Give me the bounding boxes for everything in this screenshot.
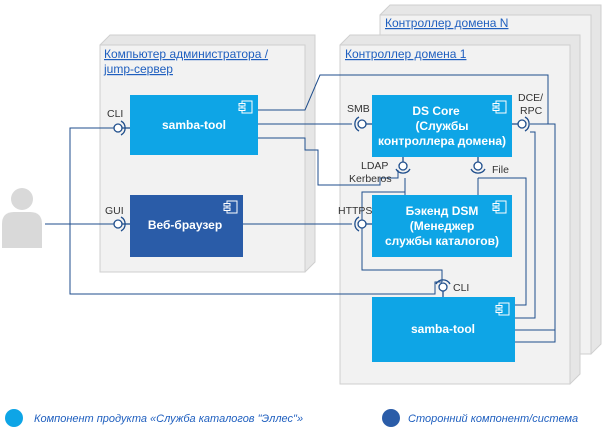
web-browser-label: Веб-браузер <box>148 218 222 232</box>
interface-cli-admin <box>113 120 130 136</box>
legend-product-swatch <box>5 409 23 427</box>
label-cli-dc: CLI <box>453 282 469 294</box>
interface-https <box>354 216 372 232</box>
dsm-label-3: службы каталогов) <box>385 234 499 248</box>
legend-product-label: Компонент продукта «Служба каталогов "Эл… <box>34 413 303 425</box>
connector-dc-samba-to-ldap <box>361 191 443 282</box>
connector-user-to-cli <box>69 127 115 224</box>
connector-dc-samba-route-out-2 <box>515 330 556 343</box>
component-samba-tool-dc: samba-tool <box>372 297 515 362</box>
component-ds-core: DS Core (Службы контроллера домена) <box>372 95 512 157</box>
node-title-admin-pc: Компьютер администратора / <box>104 47 269 61</box>
ds-core-label-2: (Службы <box>415 119 468 133</box>
ds-core-label-3: контроллера домена) <box>378 134 506 148</box>
component-samba-tool-admin: samba-tool <box>130 95 258 155</box>
connector-dc-samba-to-file <box>478 177 527 306</box>
label-ldap: LDAP <box>361 160 388 172</box>
interface-file <box>470 157 486 174</box>
connector-samba-to-dcerpc <box>258 74 549 125</box>
legend: Компонент продукта «Служба каталогов "Эл… <box>5 409 578 427</box>
component-dsm-backend: Бэкенд DSM (Менеджер службы каталогов) <box>372 195 512 257</box>
samba-tool-admin-label: samba-tool <box>162 118 226 132</box>
interface-cli-dc <box>435 279 451 297</box>
label-dce-rpc-1: DCE/ <box>518 92 543 104</box>
node-title-dc-n: Контроллер домена N <box>385 16 508 30</box>
connector-dc-samba-to-dcerpc <box>515 131 536 319</box>
label-https: HTTPS <box>338 205 372 217</box>
interface-smb <box>354 116 372 132</box>
dsm-label-1: Бэкенд DSM <box>406 204 479 218</box>
node-title-dc-1: Контроллер домена 1 <box>345 47 467 61</box>
connector-dc-samba-route-out <box>515 123 556 331</box>
ds-core-label-1: DS Core <box>412 104 460 118</box>
interface-gui <box>113 216 130 232</box>
interface-dce-rpc <box>512 116 530 132</box>
user-icon <box>2 188 42 248</box>
interface-ldap-kerberos <box>395 157 411 174</box>
dsm-label-2: (Менеджер <box>410 219 475 233</box>
legend-third-party-swatch <box>382 409 400 427</box>
samba-tool-dc-label: samba-tool <box>411 322 475 336</box>
label-file: File <box>492 164 509 176</box>
label-cli-admin: CLI <box>107 108 123 120</box>
label-kerberos: Kerberos <box>349 173 392 185</box>
node-title-admin-pc-line2: jump-сервер <box>103 62 173 76</box>
label-dce-rpc-2: RPC <box>520 105 543 117</box>
label-smb: SMB <box>347 103 370 115</box>
label-gui: GUI <box>105 205 124 217</box>
connector-samba-to-ldap <box>258 137 399 186</box>
legend-third-party-label: Сторонний компонент/система <box>408 413 578 425</box>
interfaces <box>113 116 530 297</box>
component-web-browser: Веб-браузер <box>130 195 243 257</box>
